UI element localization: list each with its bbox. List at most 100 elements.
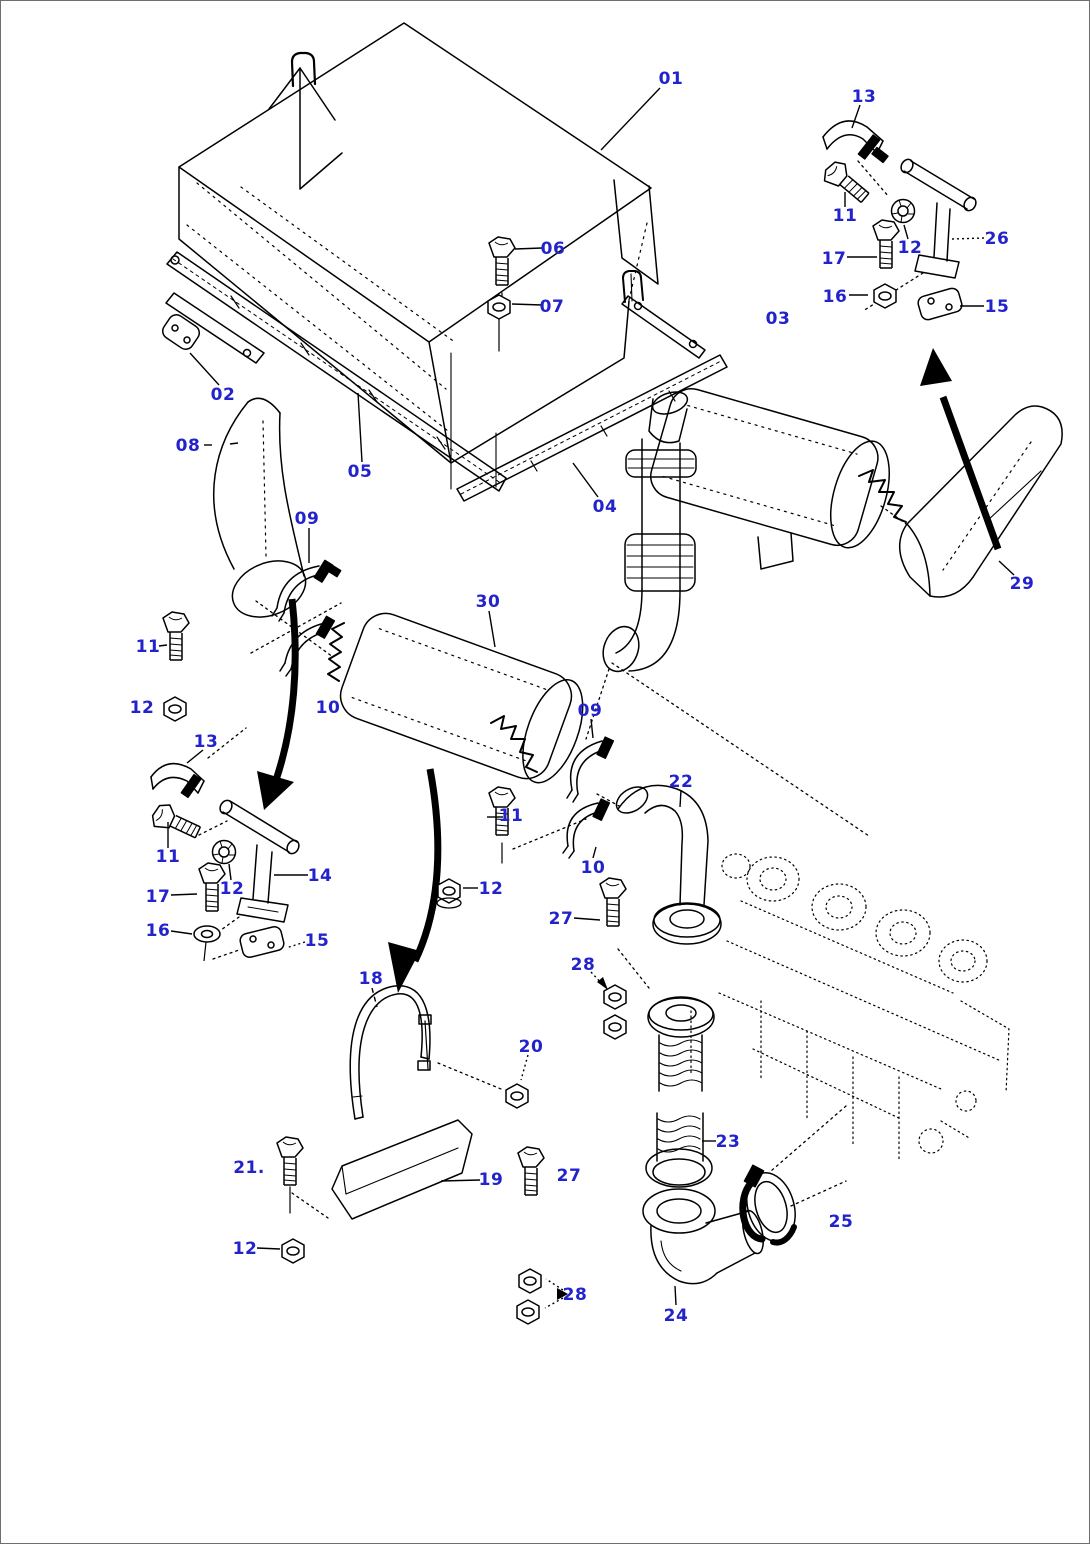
washer-12-bracket [211, 839, 237, 865]
part-callout-29-15: 29 [1010, 574, 1035, 594]
part-callout-13-21: 13 [194, 732, 219, 752]
mounting-rail-part05 [166, 251, 507, 492]
assembly-dotted-lines [198, 160, 924, 1219]
mount-tab [757, 532, 794, 570]
bracket-part19 [331, 1119, 473, 1220]
u-clip [622, 270, 644, 303]
bolt-21 [276, 1136, 304, 1186]
callout-leader-10 [592, 846, 597, 859]
callout-leader-16 [170, 930, 193, 935]
plate-part15-right [917, 287, 963, 321]
callout-leader-29 [998, 560, 1015, 576]
part-callout-09-16: 09 [295, 509, 320, 529]
callout-leader-13 [186, 749, 204, 764]
part-callout-11-27: 11 [156, 847, 181, 867]
part-callout-11-25: 11 [499, 806, 524, 826]
bracket-part26 [900, 158, 977, 279]
part-callout-27-38: 27 [549, 909, 574, 929]
callout-leader-11 [158, 644, 168, 647]
part-callout-12-28: 12 [220, 879, 245, 899]
gasket-zigzag [490, 715, 538, 773]
callout-leader-26 [951, 237, 985, 240]
part-callout-12-20: 12 [130, 698, 155, 718]
part-callout-03-7: 03 [766, 309, 791, 329]
part-callout-15-32: 15 [305, 931, 330, 951]
leader-arrowhead-28b [557, 1288, 568, 1300]
part-callout-10-23: 10 [581, 858, 606, 878]
callout-leader-28 [544, 1297, 564, 1309]
part-callout-08-4: 08 [176, 436, 201, 456]
callout-leader-12 [903, 224, 909, 240]
gasket-zigzag [858, 469, 907, 523]
callout-leader-27 [573, 917, 601, 921]
exhaust-hose-part29 [899, 405, 1063, 598]
nut-16-topright [873, 283, 897, 309]
nut-20 [505, 1083, 529, 1109]
part-callout-23-42: 23 [716, 1132, 741, 1152]
part-callout-24-43: 24 [664, 1306, 689, 1326]
part-callout-20-34: 20 [519, 1037, 544, 1057]
clamp-part09-right [566, 736, 615, 803]
part-callout-13-8: 13 [852, 87, 877, 107]
part-callout-04-6: 04 [593, 497, 618, 517]
lift-hook [290, 51, 317, 88]
part-callout-28-39: 28 [571, 955, 596, 975]
nut-28-upper2 [603, 1014, 627, 1040]
part-callout-12-37: 12 [233, 1239, 258, 1259]
part-callout-27-40: 27 [557, 1166, 582, 1186]
callout-leader-13 [851, 104, 861, 129]
part-callout-21.-35: 21. [233, 1158, 265, 1178]
part-callout-09-22: 09 [578, 701, 603, 721]
callout-leader-12 [228, 863, 232, 881]
callout-leader-05 [357, 392, 363, 463]
part-callout-15-14: 15 [985, 297, 1010, 317]
part-callout-01-0: 01 [659, 69, 684, 89]
part-callout-19-36: 19 [479, 1170, 504, 1190]
callout-leader-20 [520, 1054, 529, 1081]
part-callout-16-30: 16 [146, 921, 171, 941]
elbow-pipe-part22 [615, 784, 722, 945]
callout-leader-04 [572, 462, 599, 498]
flex-pipe-part23 [645, 996, 715, 1188]
part-callout-11-9: 11 [833, 206, 858, 226]
hood-cover-part01 [178, 22, 659, 490]
part-callout-07-2: 07 [540, 297, 565, 317]
callout-leader-08 [229, 442, 239, 445]
part-callout-17-29: 17 [146, 887, 171, 907]
bolt-11-bracket [148, 799, 205, 845]
mounting-strap-part02 [161, 292, 265, 364]
washer-16-left [193, 925, 221, 943]
mounting-strap-right [621, 295, 706, 359]
clamp-part10-left [279, 615, 336, 677]
arrow-up-right [939, 395, 1002, 551]
part-callout-12-26: 12 [479, 879, 504, 899]
clamp-part09-left [271, 559, 342, 622]
part-callout-26-12: 26 [985, 229, 1010, 249]
callout-leader-28 [590, 971, 605, 987]
nut-28-lower2 [516, 1299, 540, 1325]
nut-28-lower1 [518, 1268, 542, 1294]
callout-leader-15 [285, 941, 306, 949]
muffler-downpipe-part03 [602, 438, 697, 673]
fasteners [148, 156, 916, 1325]
bolt-11-topright [819, 156, 875, 209]
elbow-part24 [642, 1188, 764, 1285]
callout-leader-09 [590, 718, 594, 739]
part-callout-25-44: 25 [829, 1212, 854, 1232]
nut-12-bottom [281, 1238, 305, 1264]
part-callout-18-33: 18 [359, 969, 384, 989]
part-callout-12-10: 12 [898, 238, 923, 258]
inlet-ribs [327, 622, 345, 682]
bolt-17-topright [872, 219, 900, 269]
band-clamp-part18 [349, 985, 432, 1120]
bolt-27-upper [599, 877, 627, 927]
callout-leader-22 [679, 789, 682, 808]
callout-leader-07 [511, 303, 543, 306]
part-callout-10-18: 10 [316, 698, 341, 718]
callout-leader-02 [189, 352, 220, 386]
callout-leader-19 [440, 1179, 481, 1182]
callout-leader-24 [674, 1285, 677, 1306]
part-callout-02-3: 02 [211, 385, 236, 405]
